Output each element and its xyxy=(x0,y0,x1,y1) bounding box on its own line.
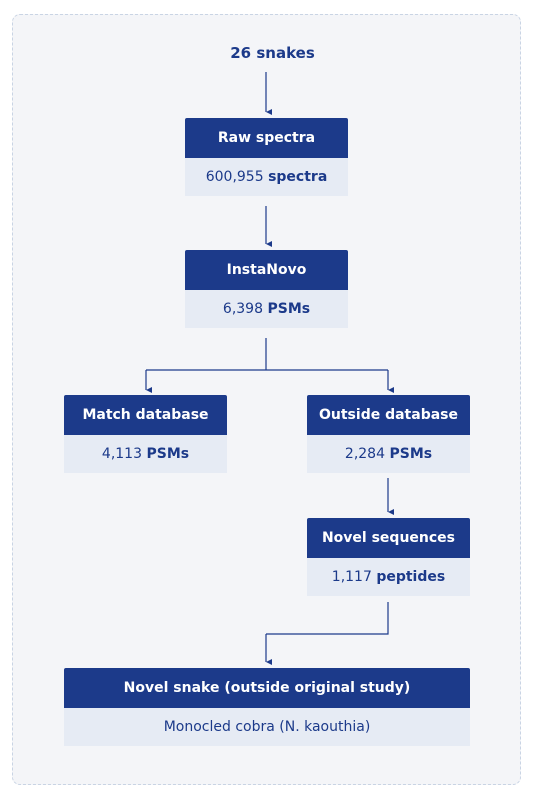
node-value: 4,113 xyxy=(101,446,143,462)
node-header: Match database xyxy=(64,395,227,435)
node-body: 6,398 PSMs xyxy=(185,290,348,328)
node-value: 2,284 xyxy=(344,446,386,462)
node-body: 2,284 PSMs xyxy=(307,435,470,473)
node-value: 600,955 xyxy=(205,169,264,185)
node-novel-sequences: Novel sequences 1,117 peptides xyxy=(307,518,470,596)
node-header: InstaNovo xyxy=(185,250,348,290)
flow-title: 26 snakes xyxy=(230,44,315,62)
node-header: Raw spectra xyxy=(185,118,348,158)
node-unit: PSMs xyxy=(267,301,311,317)
node-unit: PSMs xyxy=(389,446,433,462)
node-body: 600,955 spectra xyxy=(185,158,348,196)
connector-novel-seq-to-snake xyxy=(266,602,389,635)
node-outside-database: Outside database 2,284 PSMs xyxy=(307,395,470,473)
node-raw-spectra: Raw spectra 600,955 spectra xyxy=(185,118,348,196)
node-instanovo: InstaNovo 6,398 PSMs xyxy=(185,250,348,328)
node-unit: spectra xyxy=(268,169,328,185)
node-match-database: Match database 4,113 PSMs xyxy=(64,395,227,473)
node-unit: peptides xyxy=(376,569,446,585)
node-unit: PSMs xyxy=(146,446,190,462)
node-value: 6,398 xyxy=(222,301,264,317)
node-novel-snake: Novel snake (outside original study) Mon… xyxy=(64,668,470,746)
node-body: Monocled cobra (N. kaouthia) xyxy=(64,708,470,746)
node-body: 4,113 PSMs xyxy=(64,435,227,473)
node-body: 1,117 peptides xyxy=(307,558,470,596)
node-value: 1,117 xyxy=(331,569,372,585)
node-header: Novel sequences xyxy=(307,518,470,558)
node-header: Novel snake (outside original study) xyxy=(64,668,470,708)
node-header: Outside database xyxy=(307,395,470,435)
